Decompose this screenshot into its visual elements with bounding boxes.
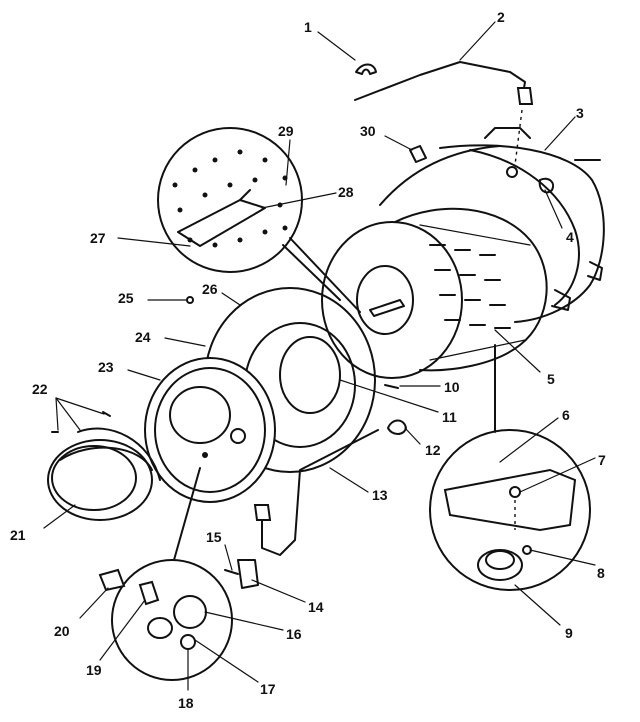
callout-25: 25 [118,290,134,306]
callout-6: 6 [562,407,570,423]
callout-24: 24 [135,329,151,345]
hoses [253,61,534,556]
clip-1 [355,63,377,75]
callout-14: 14 [308,599,324,615]
callout-9: 9 [565,625,573,641]
small-parts [51,63,427,589]
outer-tub [379,127,605,323]
callout-16: 16 [286,626,302,642]
screw-15 [224,569,239,575]
callout-19: 19 [86,662,102,678]
callout-10: 10 [444,379,460,395]
callout-4: 4 [566,229,574,245]
callout-30: 30 [360,123,376,139]
clamp-12 [387,419,407,435]
leader-lines [43,21,596,691]
callout-28: 28 [338,184,354,200]
callout-3: 3 [576,105,584,121]
pump-detail [429,344,591,591]
callout-17: 17 [260,681,276,697]
inner-drum [321,207,548,379]
callout-15: 15 [206,529,222,545]
heater-detail [98,467,233,681]
screw-10 [384,384,399,389]
callout-26: 26 [202,281,218,297]
callout-5: 5 [547,371,555,387]
screw-25 [186,296,194,304]
callout-27: 27 [90,230,106,246]
callout-7: 7 [598,452,606,468]
callout-22: 22 [32,381,48,397]
callout-13: 13 [372,487,388,503]
assembly-guides [514,109,523,530]
callout-1: 1 [304,19,312,35]
door-boot [47,427,161,521]
drum-perforations [429,244,511,329]
clip-14 [237,559,259,589]
callout-18: 18 [178,695,194,711]
screw-22b [102,411,111,417]
callout-11: 11 [442,409,457,425]
callout-20: 20 [54,623,70,639]
spring-30 [409,145,427,163]
callout-29: 29 [278,123,294,139]
callout-12: 12 [425,442,441,458]
callout-labels: 1 2 3 4 5 6 7 8 9 10 11 12 13 14 15 16 1… [10,9,606,711]
callout-21: 21 [10,527,26,543]
tub-front [144,357,276,503]
callout-8: 8 [597,565,605,581]
callout-23: 23 [98,359,114,375]
callout-2: 2 [497,9,505,25]
